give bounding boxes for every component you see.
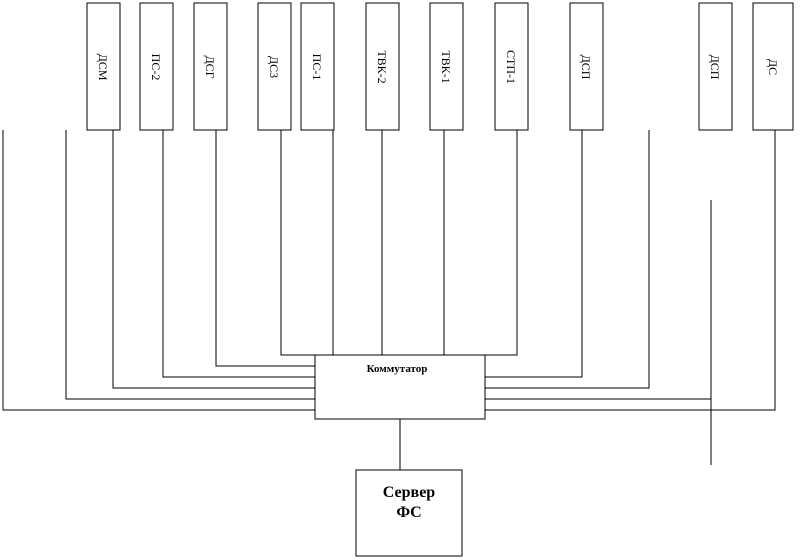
device-label: СТП-1	[504, 50, 518, 84]
device-dsp-1: ДСП	[569, 2, 604, 131]
device-label: ДС	[766, 59, 780, 75]
wire-left-2	[65, 130, 315, 400]
device-ds: ДС	[752, 2, 794, 131]
device-label: ДСМ	[96, 54, 110, 81]
wire-dsm	[112, 130, 315, 389]
device-ps2: ПС-2	[139, 2, 174, 131]
device-ds3: ДС3	[257, 2, 292, 131]
device-label: ДС3	[267, 56, 281, 78]
server-label-line1: Сервер	[383, 484, 435, 501]
device-dsg: ДСГ	[193, 2, 228, 131]
wire-dsg	[215, 130, 315, 367]
device-label: ДСП	[579, 55, 593, 80]
switch: Коммутатор	[314, 354, 486, 420]
server-label-line2: ФС	[396, 504, 421, 521]
wire-ds	[485, 130, 776, 411]
wire-ds3	[280, 130, 315, 356]
device-label: ПС-1	[310, 54, 324, 81]
server: Сервер ФС	[355, 469, 463, 557]
device-label: ТВК-2	[375, 50, 389, 83]
device-tvk1: ТВК-1	[429, 2, 464, 131]
device-label: ПС-2	[149, 54, 163, 81]
wire-right-1	[485, 130, 650, 389]
device-dsp-2: ДСП	[698, 2, 733, 131]
device-label: ДСГ	[203, 55, 217, 78]
device-label: ТВК-1	[439, 50, 453, 83]
device-ps1: ПС-1	[300, 2, 335, 131]
wire-ps2	[162, 130, 315, 378]
device-boxes: ДСМ ПС-2 ДСГ ДС3 ПС-1 ТВК-2 ТВК-1 СТП-1	[86, 2, 794, 131]
wire-outer-left	[2, 130, 315, 411]
wire-dsp1	[485, 130, 583, 378]
device-stp1: СТП-1	[494, 2, 529, 131]
wire-stp1	[485, 130, 518, 356]
device-label: ДСП	[708, 55, 722, 80]
wires	[2, 130, 776, 470]
switch-label: Коммутатор	[367, 363, 428, 375]
device-dsm: ДСМ	[86, 2, 121, 131]
device-tvk2: ТВК-2	[365, 2, 400, 131]
